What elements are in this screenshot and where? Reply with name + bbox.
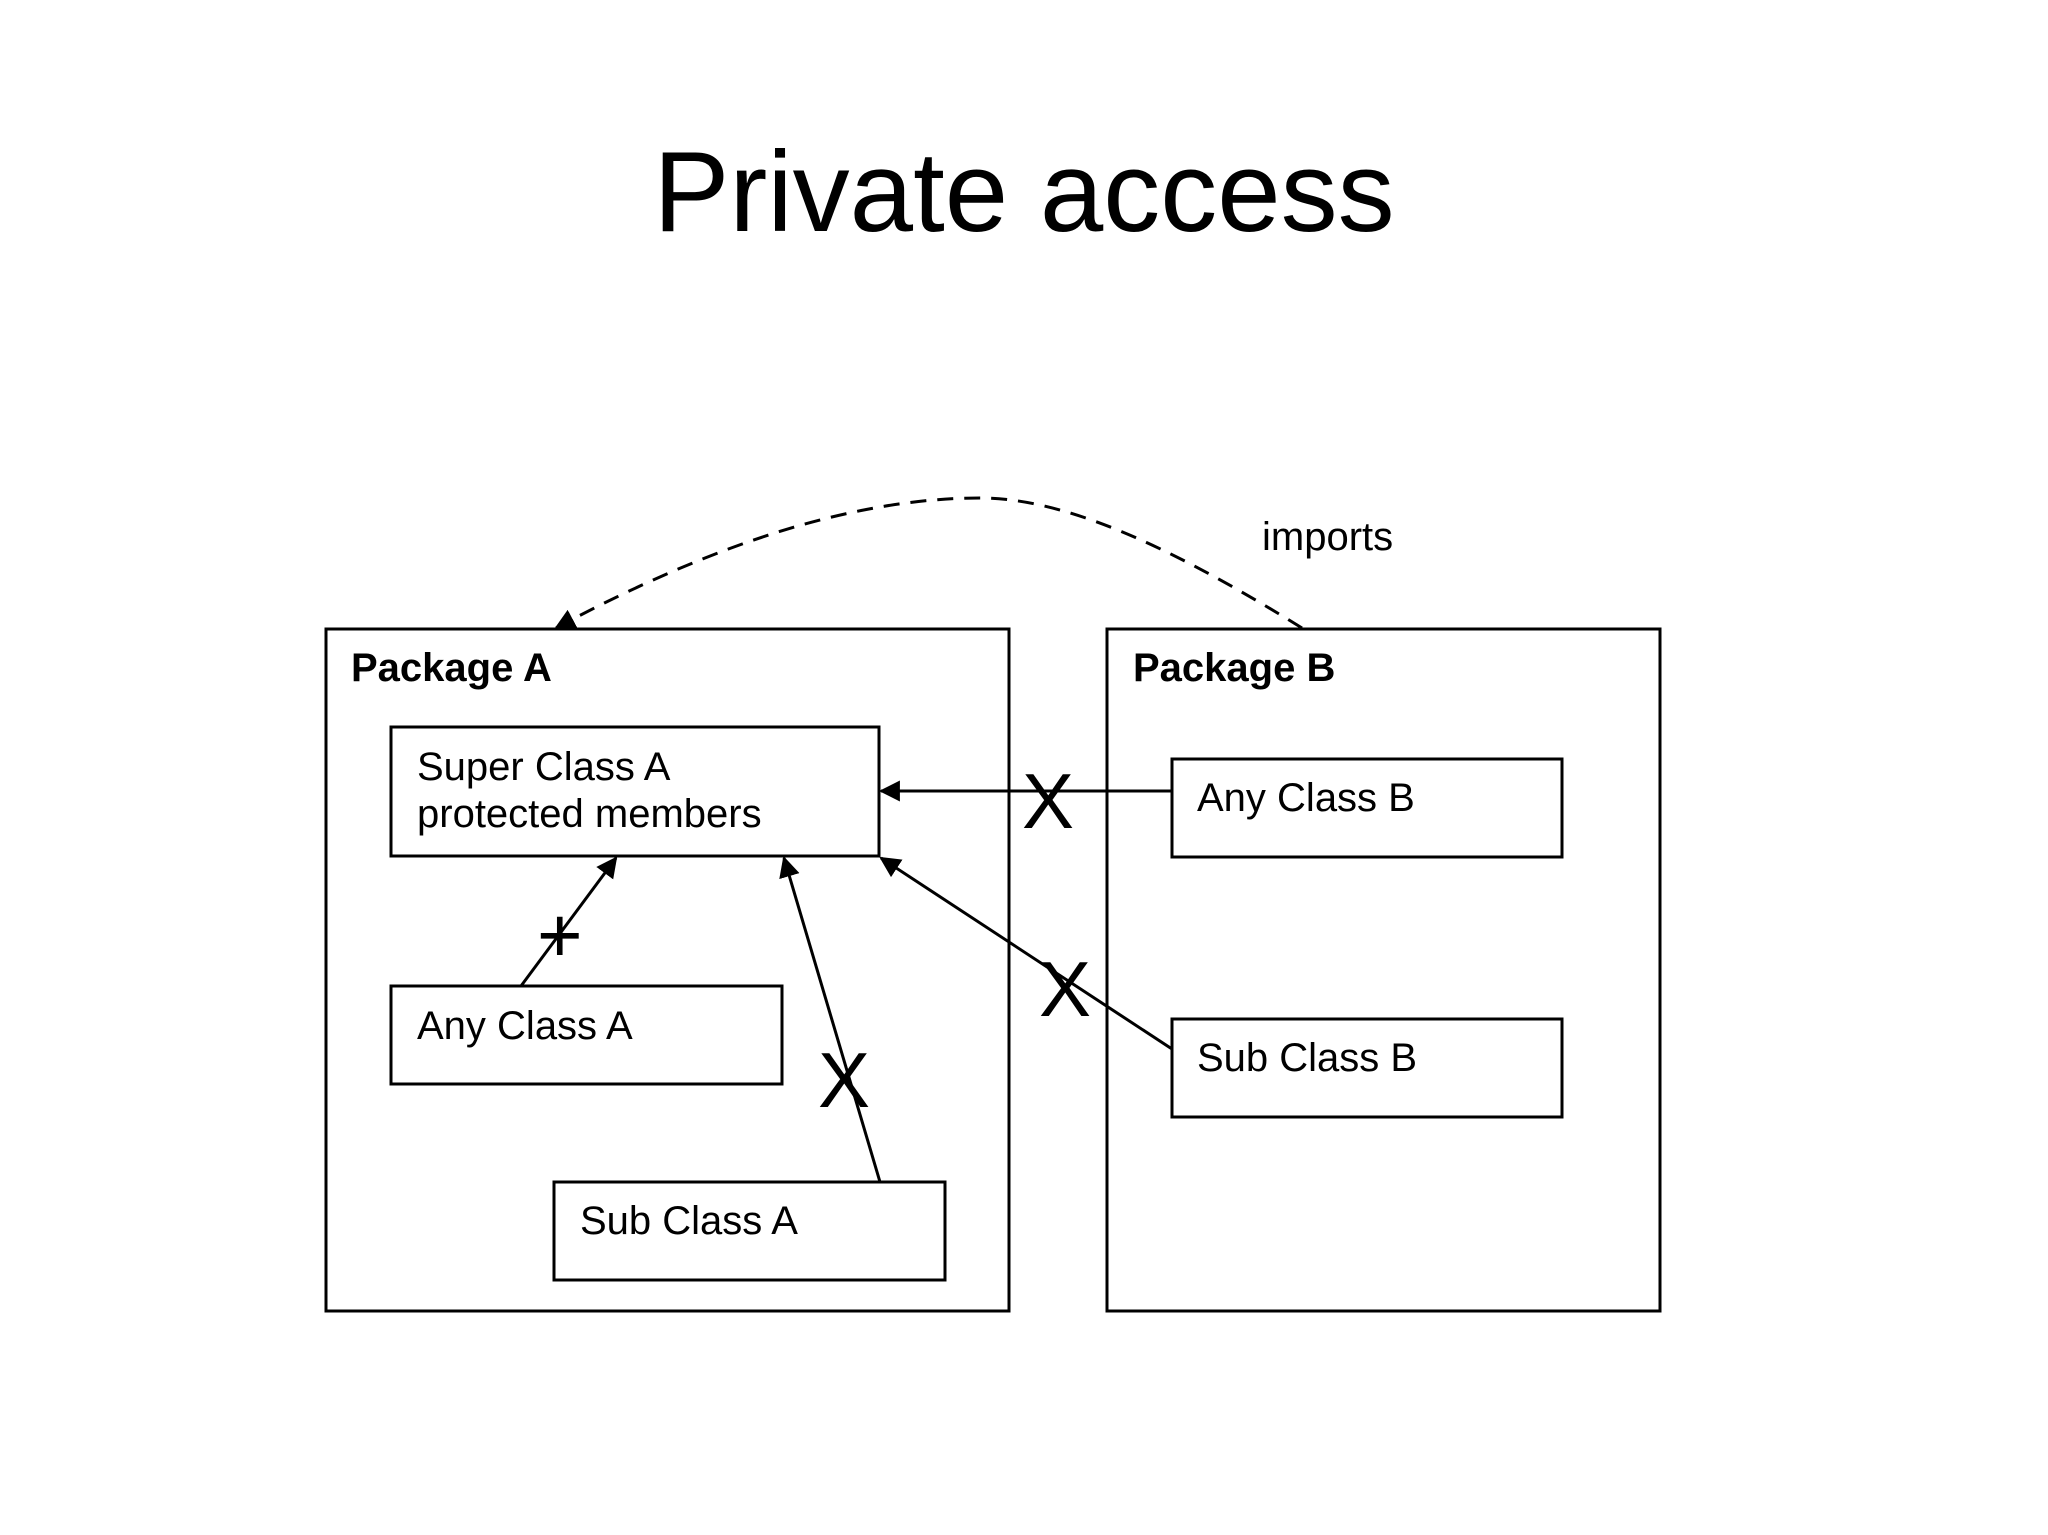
imports-label: imports (1262, 515, 1393, 559)
sub-class-a-box (552, 1180, 947, 1282)
denied-mark-any-class-b: X (1022, 757, 1074, 845)
denied-mark-sub-class-a: X (818, 1036, 870, 1124)
super-class-a-label-line1: Super Class A (417, 745, 671, 789)
any-class-b-label: Any Class B (1197, 776, 1415, 820)
super-class-a-label-line2: protected members (417, 792, 762, 836)
sub-class-b-label: Sub Class B (1197, 1036, 1417, 1080)
sub-class-a-label: Sub Class A (580, 1199, 798, 1243)
package-b-label: Package B (1133, 646, 1335, 690)
slide-title: Private access (653, 129, 1395, 256)
arrow-sub-class-a-to-super (779, 855, 882, 1183)
super-class-a-box (389, 725, 881, 858)
denied-mark-sub-class-b: X (1039, 945, 1091, 1033)
package-a-box (324, 627, 1011, 1313)
any-class-a-box (389, 984, 784, 1086)
imports-arrow (554, 496, 1303, 630)
arrow-any-class-a-to-super (519, 856, 618, 987)
arrow-sub-class-b-to-super (879, 856, 1173, 1051)
sub-class-b-box (1170, 1017, 1564, 1119)
any-class-b-box (1170, 757, 1564, 859)
package-a-label: Package A (351, 646, 552, 690)
any-class-a-label: Any Class A (417, 1004, 633, 1048)
package-b-box (1105, 627, 1662, 1313)
allowed-mark: + (537, 891, 583, 979)
